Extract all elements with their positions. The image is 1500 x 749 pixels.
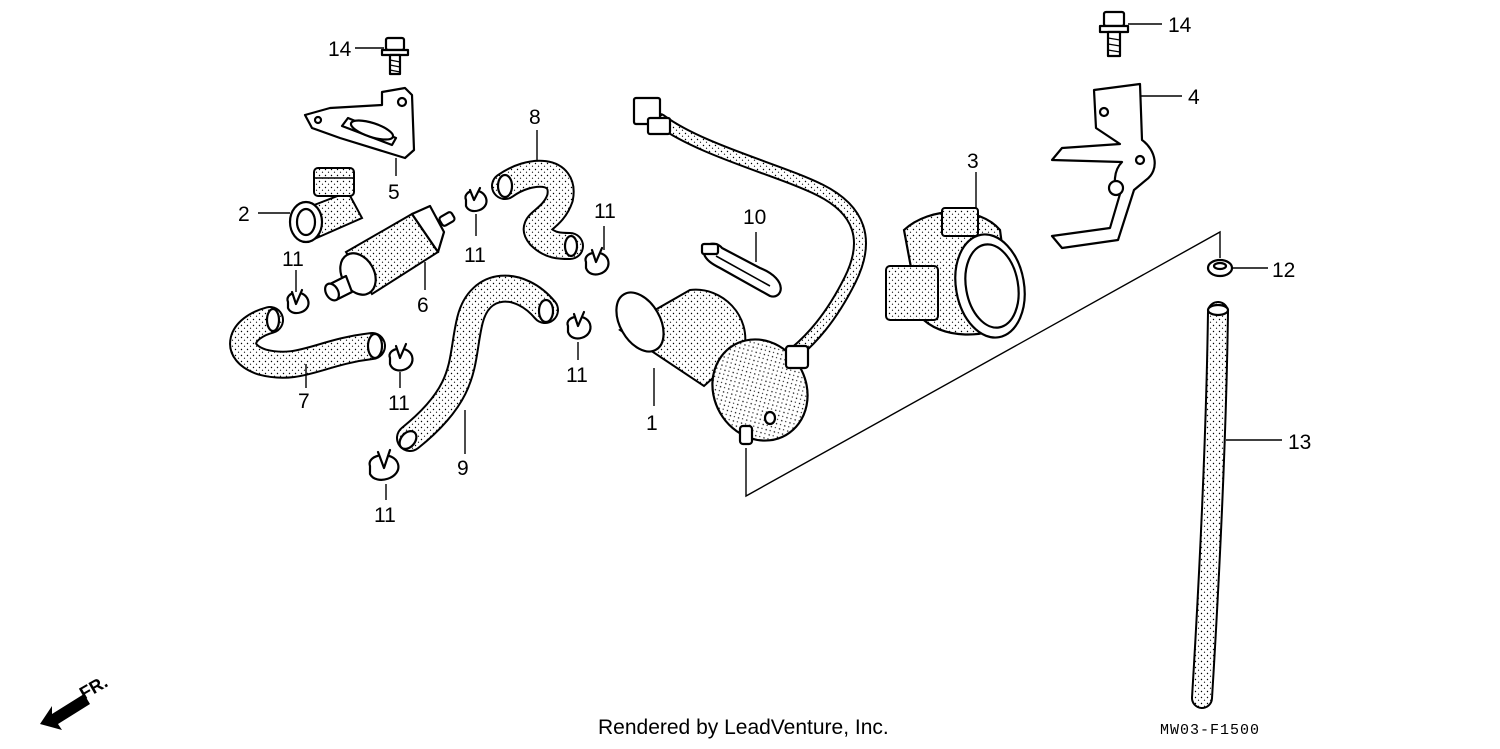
- callout-11-a: 11: [464, 244, 486, 267]
- callout-11-d: 11: [388, 392, 410, 415]
- pump-mount-3: [885, 207, 1026, 339]
- callout-11-c: 11: [282, 248, 304, 271]
- hose-9: [396, 274, 559, 452]
- clip-11-b: [584, 246, 610, 276]
- callout-8: 8: [529, 106, 541, 129]
- diagram-code: MW03-F1500: [1160, 722, 1261, 739]
- clip-12: [1206, 258, 1234, 278]
- callout-10: 10: [743, 206, 766, 229]
- fuel-filter-6: [324, 204, 456, 302]
- bracket-4: [1050, 82, 1156, 250]
- clip-11-e: [566, 310, 592, 340]
- bracket-5: [303, 86, 416, 160]
- clip-11-c: [286, 288, 310, 315]
- routing-line: [745, 230, 1221, 498]
- callout-11-e: 11: [566, 364, 588, 387]
- callout-4: 4: [1188, 86, 1200, 109]
- callout-9: 9: [457, 457, 469, 480]
- front-arrow-icon: FR.: [40, 672, 111, 730]
- callout-6: 6: [417, 294, 429, 317]
- callout-14-left: 14: [328, 38, 352, 61]
- fuel-pump-1: [615, 96, 867, 446]
- rubber-mount-2: [288, 167, 364, 244]
- render-credit: Rendered by LeadVenture, Inc.: [598, 716, 889, 739]
- callout-11-f: 11: [374, 504, 396, 527]
- callout-3: 3: [967, 150, 979, 173]
- callout-1: 1: [646, 412, 658, 435]
- bolt-left: [380, 36, 410, 76]
- callout-2: 2: [238, 203, 250, 226]
- bolt-right: [1098, 10, 1130, 58]
- callout-11-b: 11: [594, 200, 616, 223]
- clip-11-f: [368, 448, 400, 481]
- callout-13: 13: [1288, 431, 1311, 454]
- hose-8: [491, 159, 584, 260]
- wire-clamp-10: [700, 242, 782, 298]
- hose-7: [229, 306, 386, 379]
- clip-11-a: [464, 186, 488, 213]
- callout-7: 7: [298, 390, 310, 413]
- clip-11-d: [388, 342, 414, 372]
- callout-14-right: 14: [1168, 14, 1192, 37]
- hose-13: [1191, 301, 1230, 709]
- callout-12: 12: [1272, 259, 1295, 282]
- callout-5: 5: [388, 181, 400, 204]
